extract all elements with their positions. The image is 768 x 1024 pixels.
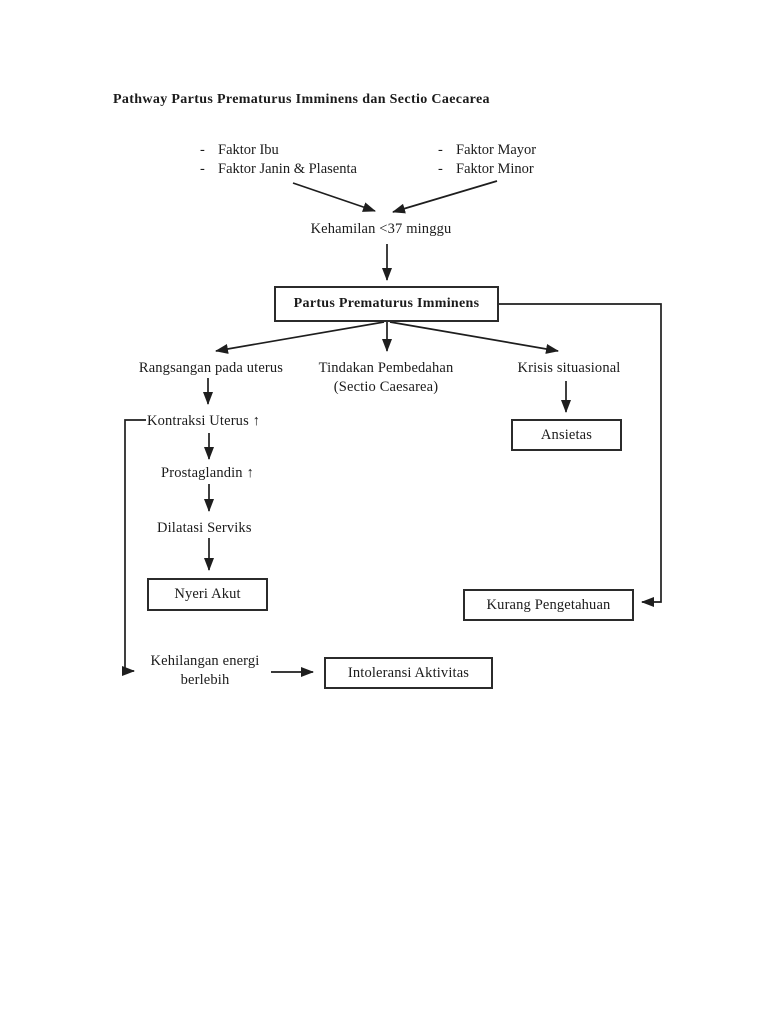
node-rangsangan-pada-uterus: Rangsangan pada uterus — [138, 360, 284, 376]
connector-ppi-to-kurang-pengetahuan — [499, 303, 662, 607]
factor-janin-plasenta-label: Faktor Janin & Plasenta — [218, 161, 357, 177]
node-intoleransi-aktivitas: Intoleransi Aktivitas — [324, 657, 493, 689]
node-nyeri-akut: Nyeri Akut — [147, 578, 268, 611]
node-prostaglandin: Prostaglandin ↑ — [161, 465, 254, 481]
factor-list-right: - Faktor Mayor - Faktor Minor — [438, 141, 536, 179]
node-kurang-pengetahuan: Kurang Pengetahuan — [463, 589, 634, 621]
arrow-ppi-to-rangsangan — [215, 321, 385, 354]
factor-minor-label: Faktor Minor — [456, 161, 534, 177]
page-title: Pathway Partus Prematurus Imminens dan S… — [113, 92, 490, 107]
bullet-dash: - — [200, 142, 205, 158]
node-kehilangan-energi-berlebih: Kehilangan energi berlebih — [138, 652, 272, 690]
kehilangan-line1: Kehilangan energi — [150, 653, 260, 669]
factor-list-left: - Faktor Ibu - Faktor Janin & Plasenta — [200, 141, 357, 179]
tindakan-line1: Tindakan Pembedahan — [318, 360, 454, 376]
list-item: - Faktor Ibu — [200, 141, 357, 160]
list-item: - Faktor Janin & Plasenta — [200, 160, 357, 179]
arrow-ppi-to-krisis — [389, 321, 559, 354]
connector-kontraksi-to-kehilangan — [122, 419, 146, 676]
bullet-dash: - — [438, 142, 443, 158]
bullet-dash: - — [438, 161, 443, 177]
arrow-factors-left-to-kehamilan — [292, 182, 376, 212]
node-krisis-situasional: Krisis situasional — [517, 360, 621, 376]
bullet-dash: - — [200, 161, 205, 177]
arrow-factors-right-to-kehamilan — [392, 180, 498, 214]
node-tindakan-pembedahan: Tindakan Pembedahan (Sectio Caesarea) — [310, 359, 462, 397]
node-dilatasi-serviks: Dilatasi Serviks — [157, 520, 252, 536]
tindakan-line2: (Sectio Caesarea) — [333, 379, 439, 395]
node-partus-prematurus-imminens: Partus Prematurus Imminens — [274, 286, 499, 322]
list-item: - Faktor Mayor — [438, 141, 536, 160]
node-ansietas: Ansietas — [511, 419, 622, 451]
factor-ibu-label: Faktor Ibu — [218, 142, 279, 158]
factor-mayor-label: Faktor Mayor — [456, 142, 537, 158]
kehilangan-line2: berlebih — [180, 672, 230, 688]
list-item: - Faktor Minor — [438, 160, 536, 179]
node-kontraksi-uterus: Kontraksi Uterus ↑ — [147, 413, 261, 429]
node-kehamilan-37-minggu: Kehamilan <37 minggu — [310, 221, 452, 237]
